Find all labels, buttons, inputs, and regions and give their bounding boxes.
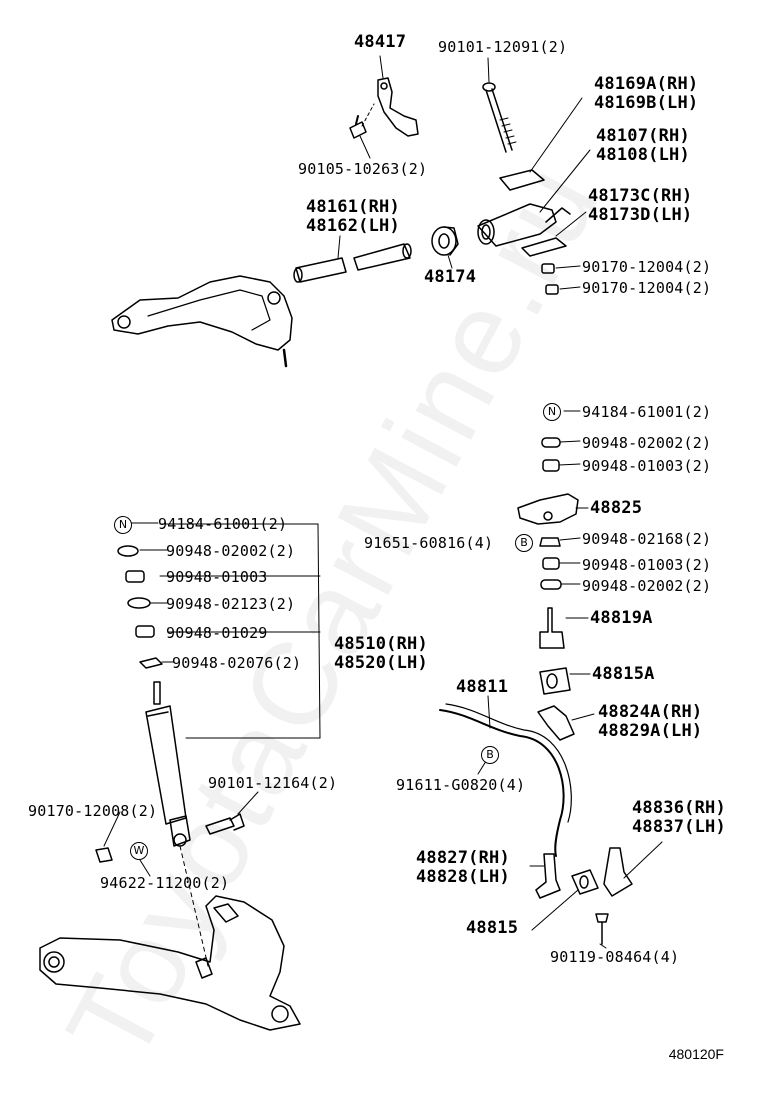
bracket-48836-shape [603, 847, 633, 897]
label-48815a: 48815A [592, 664, 655, 684]
label-48510: 48510(RH) [334, 634, 428, 654]
bracket-48825-shape [517, 493, 579, 525]
label-90119-08464: 90119-08464(4) [550, 948, 680, 966]
shock-rod-shape [153, 681, 161, 705]
label-48829a: 48829A(LH) [598, 721, 703, 741]
label-48815: 48815 [466, 918, 519, 938]
label-90170-12004-a: 90170-12004(2) [582, 258, 712, 276]
label-48417: 48417 [354, 32, 407, 52]
marker-n-left: N [114, 516, 132, 534]
label-94184-61001-r: 94184-61001(2) [582, 403, 712, 421]
label-90948-02002-r2: 90948-02002(2) [582, 577, 712, 595]
label-48162: 48162(LH) [306, 216, 400, 236]
link-48819a-shape [539, 607, 565, 649]
nut-90948-02168-shape [539, 537, 561, 547]
label-48174: 48174 [424, 267, 477, 287]
bolt-90119-shape [595, 913, 609, 945]
marker-b-lower: B [481, 746, 499, 764]
label-48827: 48827(RH) [416, 848, 510, 868]
label-90101-12164: 90101-12164(2) [208, 774, 338, 792]
label-48824a: 48824A(RH) [598, 702, 703, 722]
label-48173c: 48173C(RH) [588, 186, 693, 206]
label-48828: 48828(LH) [416, 867, 510, 887]
cushion-90948-01003-l-shape [125, 570, 145, 583]
label-48819a: 48819A [590, 608, 653, 628]
nut-90948-02076-shape [139, 657, 163, 669]
label-90948-01003-r2: 90948-01003(2) [582, 556, 712, 574]
lower-control-arm-shape [39, 895, 301, 1031]
marker-b-upper: B [515, 534, 533, 552]
label-91611-g0820: 91611-G0820(4) [396, 776, 526, 794]
label-90948-01029: 90948-01029 [166, 624, 268, 642]
figure-code: 480120F [668, 1046, 724, 1062]
bushing-48815-shape [571, 869, 599, 895]
label-90948-01003-r: 90948-01003(2) [582, 457, 712, 475]
label-90948-02168: 90948-02168(2) [582, 530, 712, 548]
label-94184-61001-l: 94184-61001(2) [158, 515, 288, 533]
label-48161: 48161(RH) [306, 197, 400, 217]
label-90948-02123: 90948-02123(2) [166, 595, 296, 613]
nut-90170-b-shape [545, 284, 559, 295]
shaft-48161-shape [295, 257, 347, 283]
label-48169b: 48169B(LH) [594, 93, 699, 113]
bushing-48815a-shape [539, 667, 571, 695]
label-48173d: 48173D(LH) [588, 205, 693, 225]
label-48825: 48825 [590, 498, 643, 518]
cushion-90948-01003-r2-shape [542, 557, 560, 570]
label-91651-60816: 91651-60816(4) [364, 534, 494, 552]
shaft-48162-shape [353, 243, 411, 271]
plate-48173-shape [521, 237, 567, 257]
washer-90948-02002-l-shape [117, 545, 139, 557]
label-48837: 48837(LH) [632, 817, 726, 837]
bracket-48417-shape [377, 77, 419, 137]
marker-w: W [130, 842, 148, 860]
nut-90170-12008-shape [95, 847, 113, 863]
bracket-48827-shape [535, 853, 561, 899]
label-48108: 48108(LH) [596, 145, 690, 165]
label-48811: 48811 [456, 677, 509, 697]
bracket-48824a-shape [537, 705, 575, 741]
label-90948-02076: 90948-02076(2) [172, 654, 302, 672]
upper-control-arm-shape [111, 275, 293, 351]
label-90948-02002-l: 90948-02002(2) [166, 542, 296, 560]
label-90948-01003-l: 90948-01003 [166, 568, 268, 586]
washer-90948-02123-shape [127, 597, 151, 609]
label-90170-12004-b: 90170-12004(2) [582, 279, 712, 297]
label-48169a: 48169A(RH) [594, 74, 699, 94]
label-90948-02002-r: 90948-02002(2) [582, 434, 712, 452]
nut-90170-a-shape [541, 263, 555, 274]
washer-90948-02002-r-shape [541, 437, 561, 448]
cushion-90948-01003-r-shape [542, 459, 560, 472]
label-94622-11200: 94622-11200(2) [100, 874, 230, 892]
label-48520: 48520(LH) [334, 653, 428, 673]
label-90170-12008: 90170-12008(2) [28, 802, 158, 820]
shaft-housing-48107-shape [477, 203, 557, 247]
bolt-90105-shape [349, 121, 367, 139]
label-90101-12091: 90101-12091(2) [438, 38, 568, 56]
long-bolt-shape [485, 88, 513, 153]
stabilizer-bar-48811-shape [439, 709, 565, 857]
bolt-90101-12164-shape [205, 813, 245, 835]
marker-n-right: N [543, 403, 561, 421]
label-48836: 48836(RH) [632, 798, 726, 818]
label-90105-10263: 90105-10263(2) [298, 160, 428, 178]
washer-90948-02002-r2-shape [540, 579, 562, 590]
cushion-90948-01029-shape [135, 625, 155, 638]
label-48107: 48107(RH) [596, 126, 690, 146]
plate-48169-shape [499, 169, 545, 191]
